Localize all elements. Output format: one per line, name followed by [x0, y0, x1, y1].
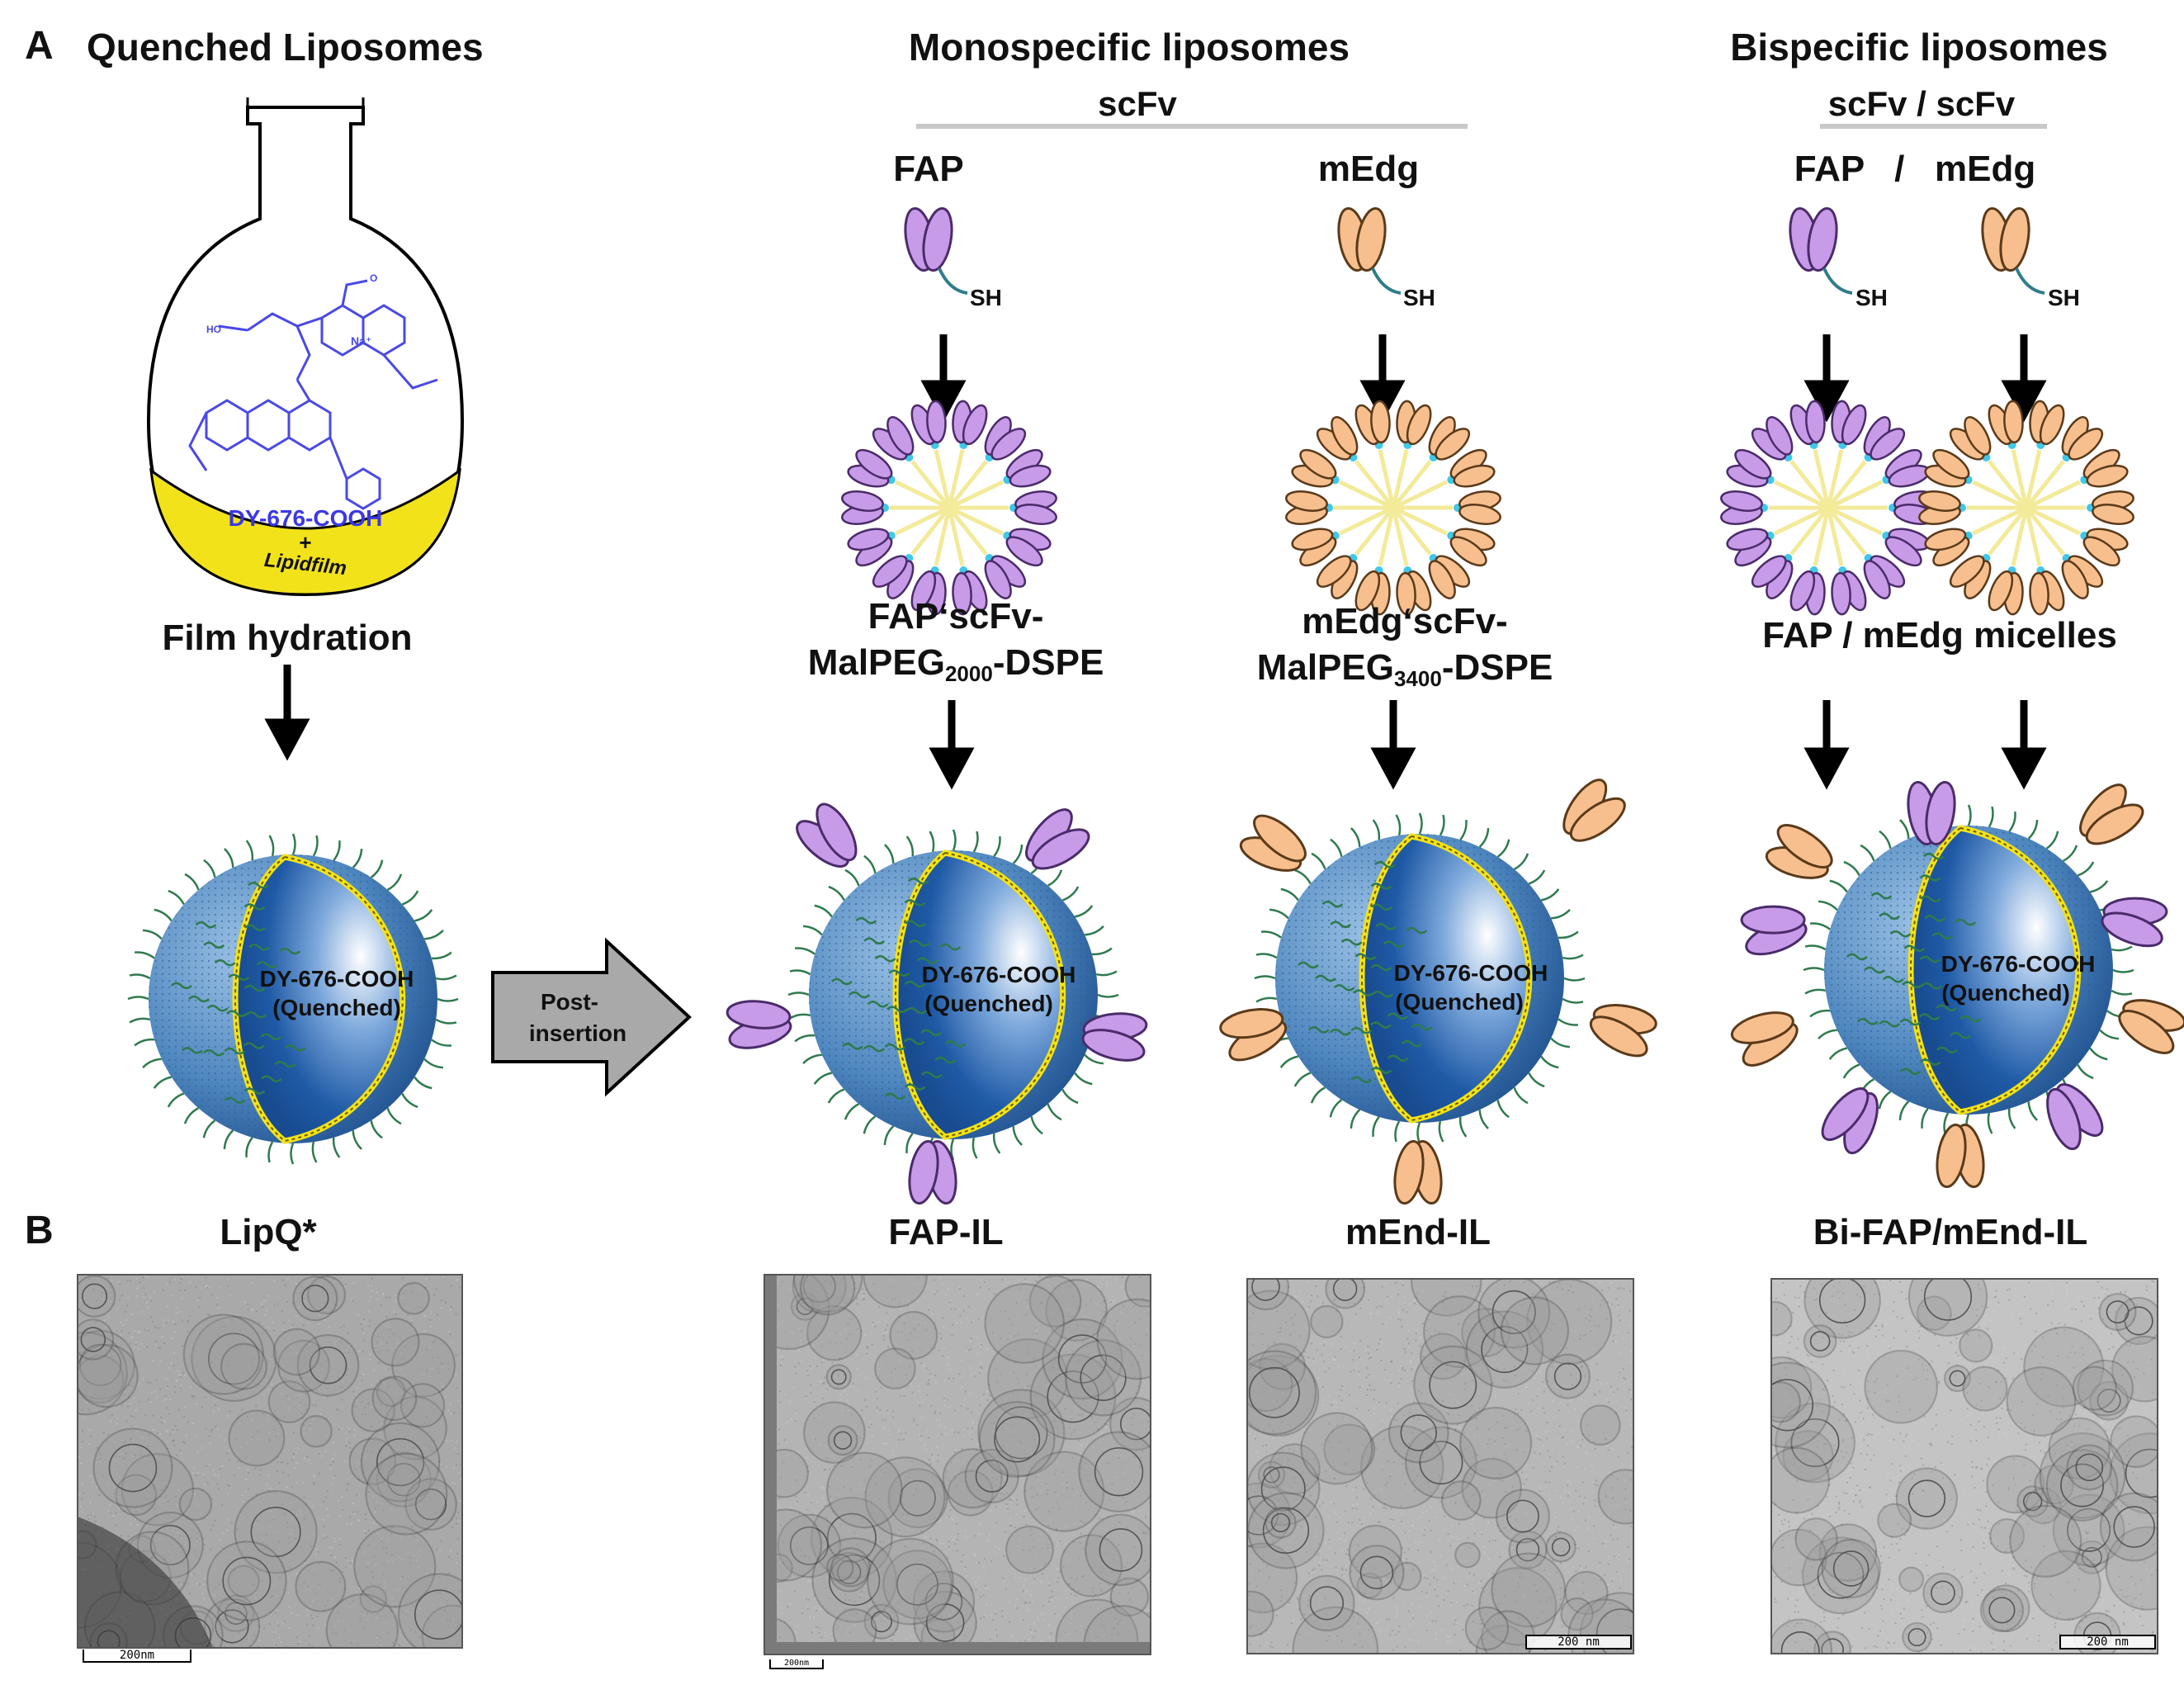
label-fap: FAP	[893, 149, 964, 189]
tem-title-fap-il: FAP-IL	[888, 1212, 1004, 1252]
fap-scfv-icon-bi	[1785, 205, 1853, 295]
core-label-mend-1: DY-676-COOH	[1393, 960, 1548, 986]
medg-conj-line1: mEdg‘scFv-	[1302, 601, 1508, 641]
core-label-fap-1: DY-676-COOH	[921, 962, 1076, 987]
medg-scfv-icon	[1333, 205, 1402, 295]
tem-title-lipq: LipQ*	[220, 1212, 317, 1252]
scale-bar-mend-il: 200 nm	[1525, 1635, 1632, 1650]
sh-label-2: SH	[1403, 285, 1435, 310]
tem-title-bi-il: Bi-FAP/mEnd-IL	[1813, 1212, 2088, 1252]
sh-label-3: SH	[1855, 285, 1888, 310]
dye-molecule-icon	[188, 279, 438, 510]
molecule-ho: HO	[206, 324, 221, 335]
core-label-mend-2: (Quenched)	[1395, 989, 1524, 1015]
medg-scfv-icon-bi	[1977, 205, 2045, 295]
heading-quenched: Quenched Liposomes	[87, 26, 484, 69]
tem-image-mend-il	[1246, 1278, 1634, 1654]
molecule-o: O	[370, 272, 378, 284]
post-insertion-line1: Post-	[541, 989, 598, 1015]
molecule-na: Na⁺	[351, 334, 372, 348]
tem-image-bi-il	[1770, 1278, 2158, 1654]
label-fap-medg: FAP / mEdg	[1794, 149, 2036, 189]
dye-label: DY-676-COOH	[228, 505, 383, 531]
fap-conj-line2: MalPEG2000-DSPE	[807, 642, 1104, 686]
tem-title-mend-il: mEnd-IL	[1345, 1212, 1491, 1252]
fap-scfv-icon	[900, 205, 968, 295]
sh-label-1: SH	[970, 285, 1002, 310]
bi-sub: scFv / scFv	[1827, 84, 2016, 123]
scale-bar-lipq: 200nm	[83, 1650, 191, 1663]
peg-lipq	[127, 833, 459, 1165]
flask	[146, 97, 465, 597]
micelles-label: FAP / mEdg micelles	[1762, 615, 2117, 656]
panel-letter-a: A	[25, 24, 54, 68]
scale-bar-bi-il: 200 nm	[2059, 1635, 2156, 1650]
core-label-bi-1: DY-676-COOH	[1941, 951, 2096, 977]
heading-bi: Bispecific liposomes	[1730, 26, 2108, 69]
post-insertion-line2: insertion	[528, 1020, 627, 1046]
sh-label-4: SH	[2048, 285, 2080, 310]
medg-micelle-bi	[1917, 396, 2136, 619]
core-label-lipq-1: DY-676-COOH	[259, 966, 414, 992]
tem-image-fap-il	[763, 1274, 1151, 1655]
fap-micelle	[839, 396, 1059, 619]
heading-mono: Monospecific liposomes	[908, 26, 1350, 69]
fap-conj-line1: FAP‘scFv-	[867, 596, 1044, 637]
post-insertion-arrow	[491, 937, 692, 1097]
fap-micelle-bi	[1718, 396, 1938, 619]
process-arrows	[264, 334, 2047, 790]
plus-sign: +	[299, 530, 312, 555]
core-label-fap-2: (Quenched)	[924, 991, 1053, 1016]
core-label-bi-2: (Quenched)	[1941, 980, 2070, 1006]
core-label-lipq-2: (Quenched)	[272, 995, 401, 1020]
peg-fap-il	[787, 829, 1119, 1161]
medg-conj-line2: MalPEG3400-DSPE	[1256, 647, 1553, 691]
label-medg: mEdg	[1317, 149, 1420, 189]
tem-image-lipq	[77, 1274, 463, 1649]
mono-sub: scFv	[1098, 84, 1177, 123]
medg-micelle	[1283, 396, 1503, 619]
scale-bar-fap-il: 200nm	[769, 1659, 824, 1669]
film-hydration-label: Film hydration	[162, 618, 413, 658]
panel-letter-b: B	[25, 1209, 54, 1252]
